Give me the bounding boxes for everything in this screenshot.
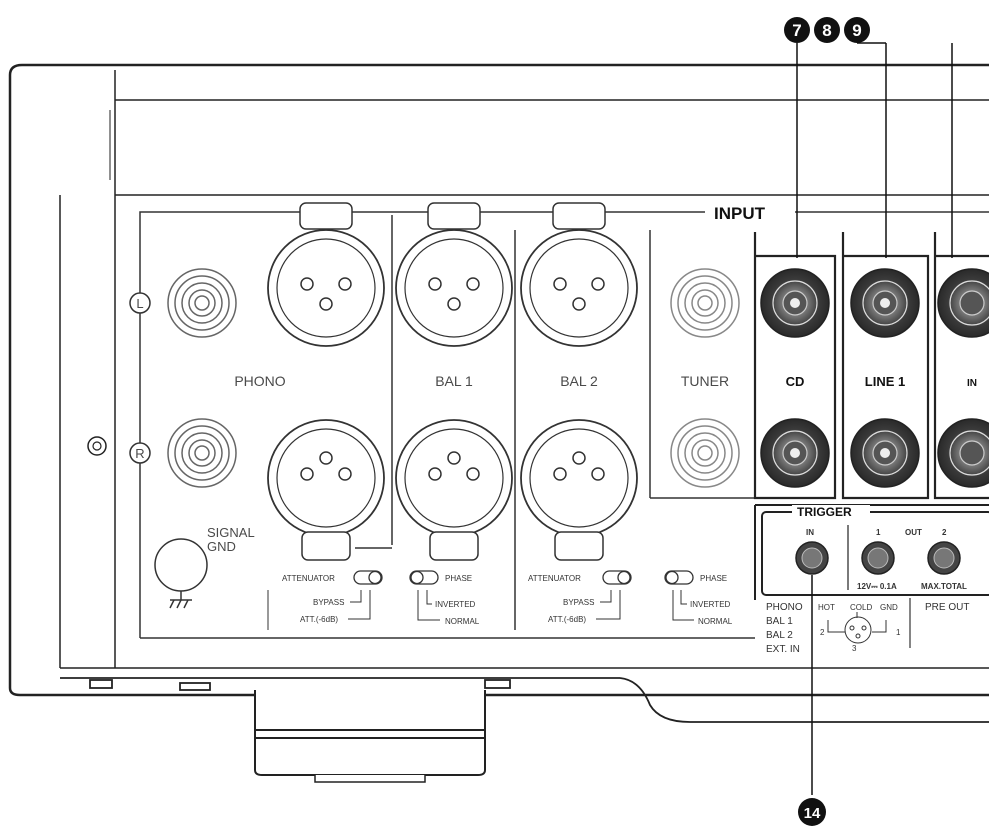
legend-cold: COLD [850,603,872,612]
channel-right-marker: R [129,442,151,464]
legend-bal2: BAL 2 [766,630,793,641]
xlr-phono-top[interactable] [267,202,385,347]
trigger-out2-jack[interactable] [927,541,961,575]
callout-9: 9 [844,17,870,43]
callout-8: 8 [814,17,840,43]
legend-pin3: 3 [852,644,857,653]
cd-line-boxes [753,232,989,500]
phase-label-2: PHASE [700,574,727,583]
trigger-out-label: OUT [905,528,922,537]
callout-14-label: 14 [804,805,821,822]
legend-hot: HOT [818,603,835,612]
side-screw [87,436,107,456]
cd-rca-right[interactable] [760,418,830,488]
attenuator-switch-2[interactable] [602,570,632,585]
channel-right-label: R [135,446,144,461]
tuner-rca-right[interactable] [670,418,740,488]
line1-rca-right[interactable] [850,418,920,488]
input-bracket [139,211,989,639]
phono-label: PHONO [234,373,285,389]
chassis [8,63,989,697]
callout-7: 7 [784,17,810,43]
trigger-out2-label: 2 [942,528,947,537]
legend-pin1: 1 [896,628,901,637]
cd-rca-left[interactable] [760,268,830,338]
inverted-label-1: INVERTED [435,600,476,609]
channel-left-marker: L [129,292,151,314]
legend-pre-out: PRE OUT [925,602,969,613]
trigger-in-jack[interactable] [795,541,829,575]
xlr-bal2-top[interactable] [520,202,638,347]
legend-pin2: 2 [820,628,825,637]
bypass-label-1: BYPASS [313,598,344,607]
att-label-2: ATT.(-6dB) [548,615,586,624]
phono-rca-left[interactable] [167,268,237,338]
trigger-spec-left: 12V⎓ 0.1A [857,582,897,591]
xlr-pinout-icon [827,612,887,644]
phono-rca-right[interactable] [167,418,237,488]
xlr-bal1-top[interactable] [395,202,513,347]
trigger-title-bg [792,505,870,519]
signal-gnd-label-1: SIGNAL [207,525,255,540]
foot [254,690,486,783]
trigger-spec-right: MAX.TOTAL [921,582,967,591]
legend-ext-in: EXT. IN [766,644,800,655]
xlr-bal2-bottom[interactable] [520,419,638,561]
attenuator-leader-2 [596,590,621,620]
phase-switch-2[interactable] [664,570,694,585]
xlr-phono-bottom[interactable] [267,419,385,561]
xlr-bal1-bottom[interactable] [395,419,513,561]
legend-phono: PHONO [766,602,803,613]
cd-label: CD [786,374,805,389]
bal1-label: BAL 1 [435,373,473,389]
attenuator-switch-1[interactable] [353,570,383,585]
partial-rca-left[interactable] [937,268,989,338]
chassis-bottom-trim [60,677,989,723]
attenuator-label-2: ATTENUATOR [528,574,581,583]
normal-label-1: NORMAL [445,617,480,626]
line1-rca-left[interactable] [850,268,920,338]
bal2-label: BAL 2 [560,373,598,389]
callout-7-label: 7 [792,21,801,40]
legend-gnd: GND [880,603,898,612]
partial-rca-right[interactable] [937,418,989,488]
trigger-out1-label: 1 [876,528,881,537]
att-label-1: ATT.(-6dB) [300,615,338,624]
legend-bal1: BAL 1 [766,616,793,627]
trigger-in-label: IN [806,528,814,537]
line1-label: LINE 1 [865,374,905,389]
inverted-label-2: INVERTED [690,600,731,609]
phase-label-1: PHASE [445,574,472,583]
trigger-title: TRIGGER [797,505,852,519]
normal-label-2: NORMAL [698,617,733,626]
phase-leader-2 [672,590,694,621]
callout-14: 14 [798,798,826,826]
partial-input-label: IN [967,378,977,389]
attenuator-label-1: ATTENUATOR [282,574,335,583]
bypass-label-2: BYPASS [563,598,594,607]
signal-gnd-terminal[interactable] [154,538,208,609]
tuner-label: TUNER [681,373,729,389]
trigger-out1-jack[interactable] [861,541,895,575]
signal-gnd-label-2: GND [207,539,236,554]
channel-left-label: L [136,296,143,311]
callout-lines [796,43,953,795]
phase-switch-1[interactable] [409,570,439,585]
callout-8-label: 8 [822,21,831,40]
callout-9-label: 9 [852,21,861,40]
input-label: INPUT [714,204,766,223]
tuner-rca-left[interactable] [670,268,740,338]
attenuator-leader-1 [267,590,371,630]
phase-leader-1 [417,590,440,621]
